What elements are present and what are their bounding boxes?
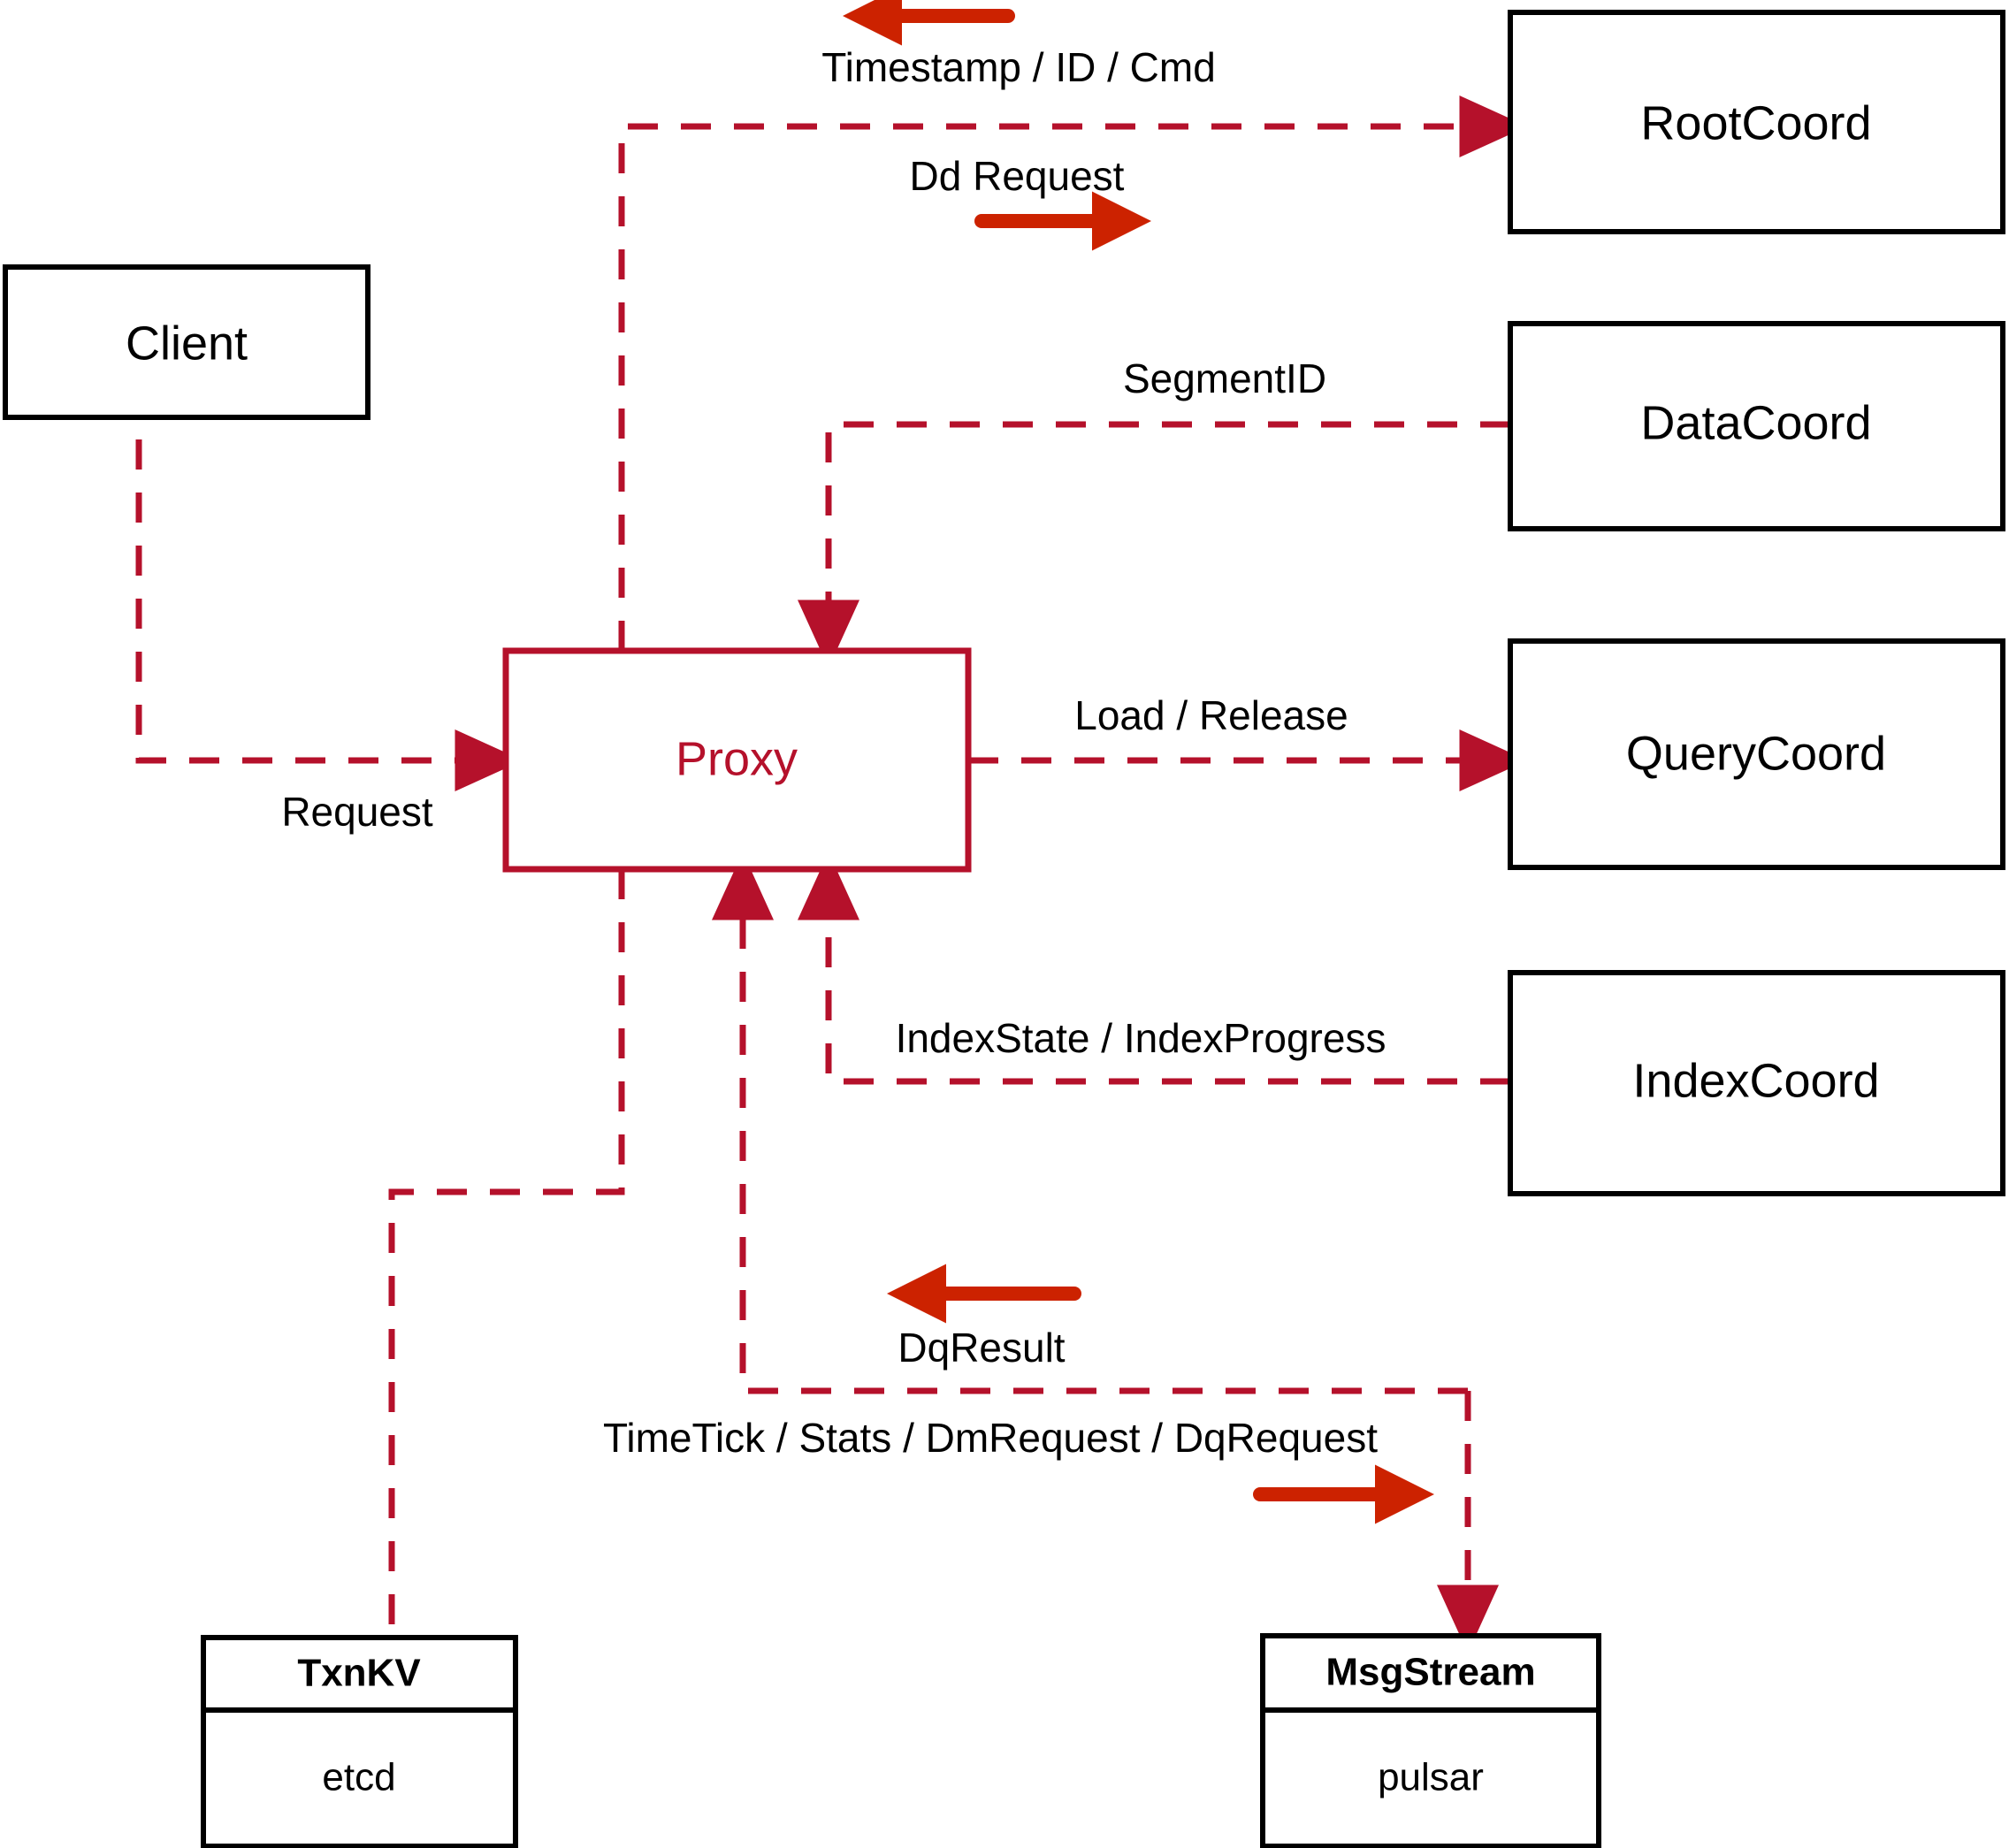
node-msgstream[interactable]: MsgStream pulsar: [1260, 1633, 1601, 1848]
edge-label-indexstate-indexprogress: IndexState / IndexProgress: [896, 1015, 1386, 1061]
edge-indexstate-line: [798, 851, 1510, 1085]
node-querycoord[interactable]: QueryCoord: [1508, 638, 2005, 870]
edge-label-load-release: Load / Release: [1074, 692, 1348, 738]
edge-label-dqresult: DqResult: [898, 1325, 1065, 1371]
querycoord-label: QueryCoord: [1626, 727, 1886, 780]
node-client[interactable]: Client: [3, 264, 370, 420]
datacoord-label: DataCoord: [1640, 396, 1871, 449]
edge-dd-request-line: [618, 95, 1528, 651]
indexcoord-label: IndexCoord: [1632, 1054, 1879, 1107]
datacoord-box[interactable]: [1508, 321, 2005, 531]
node-indexcoord[interactable]: IndexCoord: [1508, 970, 2005, 1196]
querycoord-box[interactable]: [1508, 638, 2005, 870]
edge-label-timestamp-id-cmd: Timestamp / ID / Cmd: [821, 44, 1216, 90]
edge-label-timetick-stats: TimeTick / Stats / DmRequest / DqRequest: [603, 1415, 1378, 1461]
txnkv-impl: etcd: [322, 1756, 395, 1799]
indexcoord-box[interactable]: [1508, 970, 2005, 1196]
edge-label-dd-request: Dd Request: [910, 153, 1125, 199]
txnkv-title: TxnKV: [297, 1652, 421, 1695]
edge-label-segmentid: SegmentID: [1123, 355, 1326, 401]
rootcoord-label: RootCoord: [1640, 96, 1871, 149]
msgstream-title: MsgStream: [1325, 1651, 1535, 1694]
client-label: Client: [126, 317, 248, 370]
client-box[interactable]: [3, 264, 370, 420]
txnkv-box[interactable]: [201, 1635, 518, 1848]
node-proxy[interactable]: Proxy: [502, 647, 972, 873]
edge-request-line: [135, 386, 523, 791]
edge-segmentid-line: [798, 421, 1510, 668]
node-datacoord[interactable]: DataCoord: [1508, 321, 2005, 531]
edge-label-request: Request: [281, 789, 433, 835]
proxy-box[interactable]: [502, 647, 972, 873]
edge-txnkv-line: [388, 869, 625, 1638]
msgstream-box[interactable]: [1260, 1633, 1601, 1848]
node-rootcoord[interactable]: RootCoord: [1508, 10, 2005, 234]
msgstream-impl: pulsar: [1378, 1756, 1484, 1799]
proxy-label: Proxy: [676, 732, 798, 785]
edge-dqresult-line: [712, 851, 1468, 1394]
node-txnkv[interactable]: TxnKV etcd: [201, 1635, 518, 1848]
rootcoord-box[interactable]: [1508, 10, 2005, 234]
